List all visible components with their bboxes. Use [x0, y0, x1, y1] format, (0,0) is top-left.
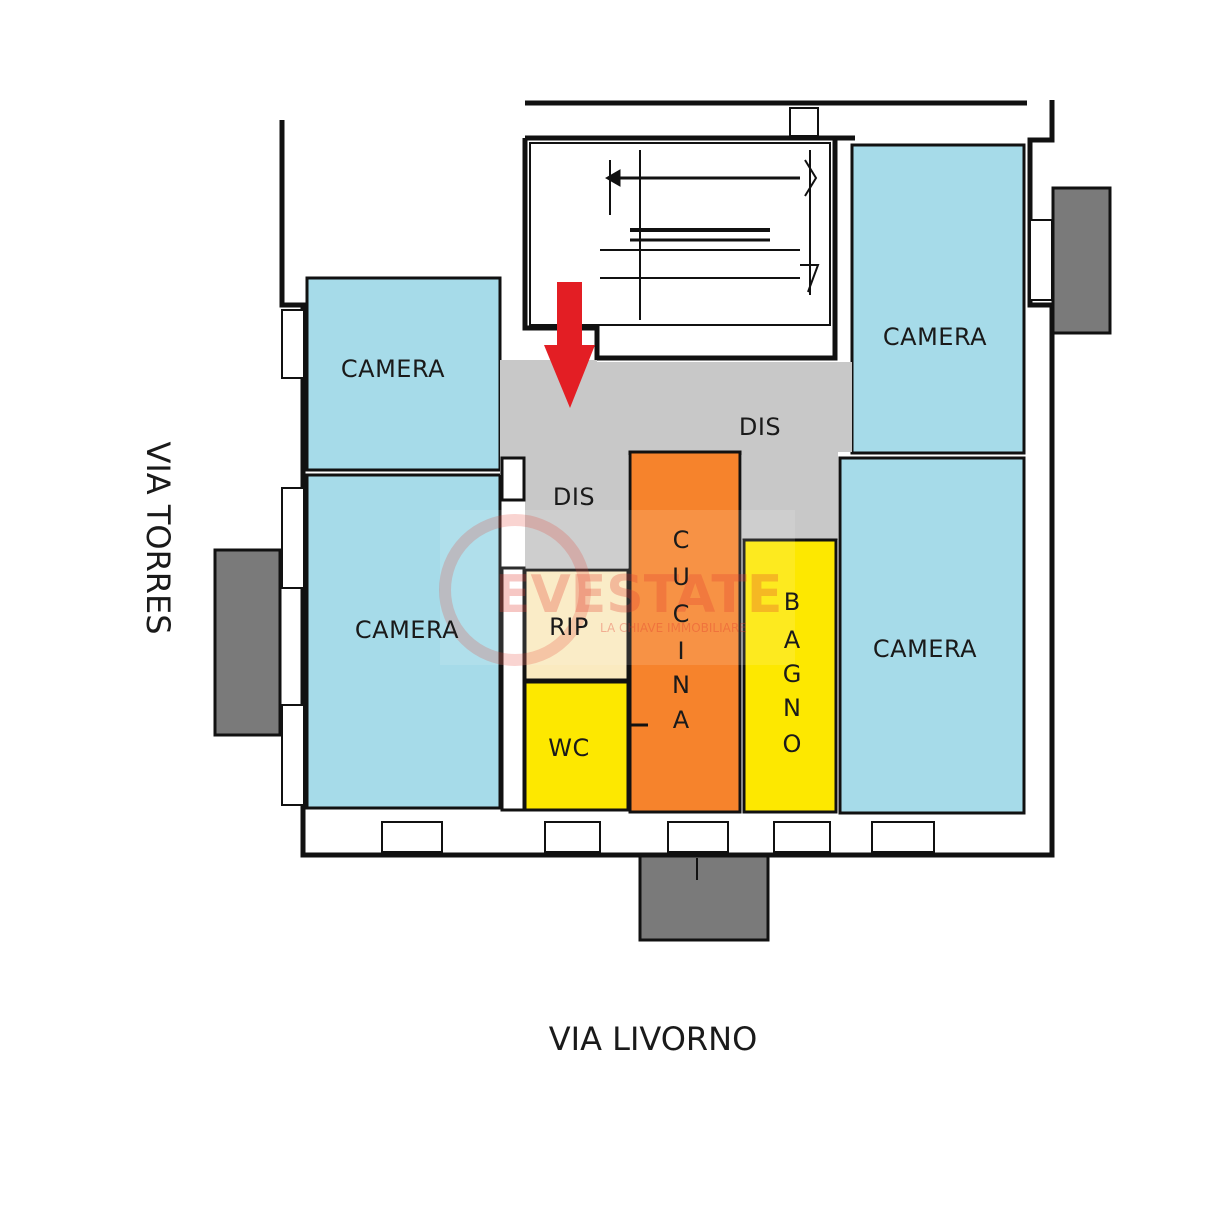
room-camera-se [838, 456, 1026, 815]
bagno-letter: N [783, 694, 801, 722]
label-cucina: C U C I N A [672, 526, 690, 734]
dis-pillar [500, 456, 526, 502]
label-rip: RIP [549, 613, 589, 641]
street-label-south: VIA LIVORNO [549, 1020, 758, 1058]
outer-walls [279, 100, 1055, 858]
interior-gap [500, 566, 526, 812]
room-wc [523, 680, 630, 812]
room-dis [500, 360, 838, 568]
bagno-letter: G [783, 660, 802, 688]
cucina-letter: I [677, 637, 684, 665]
room-cucina [628, 450, 742, 814]
south-windows [381, 821, 935, 853]
watermark: EVESTATE LA CHIAVE IMMOBILIARE [439, 510, 795, 666]
room-bagno [742, 538, 838, 814]
label-bagno: B A G N O [783, 588, 802, 758]
cucina-letter: N [672, 671, 690, 699]
cucina-letter: C [673, 526, 690, 554]
bagno-letter: A [784, 626, 801, 654]
cucina-letter: A [673, 706, 690, 734]
east-windows [1029, 219, 1053, 301]
cucina-letter: U [672, 563, 690, 591]
west-windows [281, 309, 305, 806]
ne-corridor [838, 362, 852, 452]
balcony-west [213, 548, 282, 737]
label-dis-east: DIS [739, 413, 781, 441]
label-wc: WC [548, 734, 590, 762]
room-camera-nw [305, 276, 502, 472]
label-camera-nw: CAMERA [341, 355, 445, 383]
label-camera-ne: CAMERA [883, 323, 987, 351]
label-camera-sw: CAMERA [355, 616, 459, 644]
street-label-west: VIA TORRES [139, 441, 177, 634]
watermark-brand: EVESTATE [495, 565, 782, 625]
balcony-south [638, 853, 770, 942]
room-camera-sw [305, 473, 502, 810]
cucina-letter: C [673, 600, 690, 628]
bagno-letter: O [783, 730, 802, 758]
balcony-east [1051, 186, 1112, 335]
stairwell [529, 142, 831, 326]
stair-opening [789, 107, 819, 137]
entrance-arrow-icon [544, 282, 595, 408]
label-dis-west: DIS [553, 483, 595, 511]
label-camera-se: CAMERA [873, 635, 977, 663]
bagno-letter: B [784, 588, 800, 616]
watermark-tagline: LA CHIAVE IMMOBILIARE [600, 621, 747, 635]
room-camera-ne [850, 143, 1026, 455]
